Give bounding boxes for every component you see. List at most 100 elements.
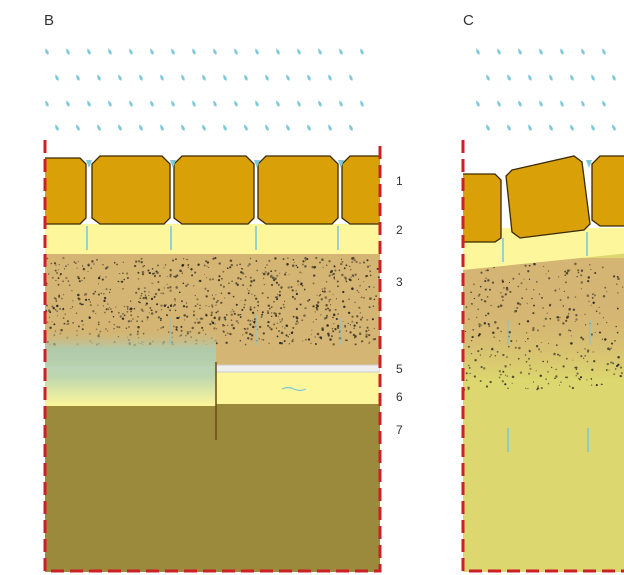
gravel-speck: [311, 265, 314, 269]
gravel-speck: [67, 263, 69, 266]
gravel-speck: [267, 272, 270, 275]
gravel-speck: [267, 320, 270, 324]
panel-c-saturation-front: [463, 300, 624, 380]
gravel-speck: [480, 298, 483, 301]
gravel-speck: [301, 319, 304, 322]
gravel-speck: [535, 370, 537, 372]
gravel-speck: [528, 264, 531, 267]
gravel-speck: [312, 282, 315, 285]
raindrop: [339, 100, 343, 107]
raindrop: [612, 124, 616, 131]
gravel-speck: [531, 297, 533, 300]
gravel-speck: [279, 320, 282, 323]
gravel-speck: [206, 277, 208, 279]
gravel-speck: [164, 264, 167, 266]
gravel-speck: [215, 304, 217, 306]
gravel-speck: [580, 269, 584, 272]
gravel-speck: [590, 268, 592, 270]
raindrop: [497, 100, 501, 107]
gravel-speck: [613, 373, 616, 376]
gravel-speck: [231, 280, 233, 282]
gravel-speck: [157, 316, 161, 319]
gravel-speck: [230, 263, 233, 267]
gravel-speck: [316, 304, 319, 308]
gravel-speck: [368, 341, 371, 344]
gravel-speck: [619, 366, 623, 369]
gravel-speck: [77, 293, 80, 297]
gravel-speck: [320, 298, 323, 301]
gravel-speck: [353, 258, 356, 262]
gravel-speck: [540, 341, 542, 344]
panel-b-pavers: [45, 155, 380, 225]
gravel-speck: [587, 276, 590, 279]
gravel-speck: [219, 284, 222, 286]
gravel-speck: [292, 259, 295, 261]
gravel-speck: [504, 365, 507, 368]
gravel-speck: [162, 326, 165, 329]
raindrop: [223, 124, 227, 131]
gravel-speck: [199, 304, 201, 307]
gravel-speck: [341, 273, 344, 277]
gravel-speck: [257, 300, 260, 303]
gravel-speck: [575, 366, 578, 369]
gravel-speck: [53, 297, 56, 299]
gravel-speck: [232, 327, 235, 330]
gravel-speck: [271, 276, 275, 280]
gravel-speck: [372, 305, 375, 308]
gravel-speck: [247, 292, 250, 295]
gravel-speck: [255, 297, 258, 300]
gravel-speck: [527, 270, 530, 273]
gravel-speck: [342, 321, 344, 322]
gravel-speck: [218, 275, 221, 278]
gravel-speck: [276, 322, 279, 325]
gravel-speck: [121, 317, 125, 320]
gravel-speck: [508, 281, 511, 284]
gravel-speck: [266, 264, 268, 266]
gravel-speck: [285, 334, 288, 337]
gravel-speck: [143, 265, 146, 267]
gravel-speck: [130, 310, 132, 313]
gravel-speck: [485, 385, 489, 388]
raindrop: [539, 100, 543, 107]
gravel-speck: [203, 264, 206, 267]
gravel-speck: [278, 312, 281, 315]
gravel-speck: [325, 281, 328, 283]
gravel-speck: [489, 355, 491, 358]
gravel-speck: [180, 325, 183, 328]
gravel-speck: [500, 291, 502, 294]
gravel-speck: [105, 288, 108, 291]
raindrop: [528, 74, 532, 81]
gravel-speck: [358, 332, 362, 335]
gravel-speck: [74, 262, 77, 265]
gravel-speck: [542, 325, 546, 328]
gravel-speck: [486, 269, 489, 272]
gravel-speck: [329, 271, 332, 274]
gravel-speck: [542, 307, 544, 309]
gravel-speck: [146, 319, 148, 321]
gravel-speck: [484, 288, 487, 291]
gravel-speck: [568, 308, 571, 311]
gravel-speck: [333, 278, 336, 280]
gravel-speck: [359, 284, 362, 287]
gravel-speck: [123, 278, 126, 281]
gravel-speck: [217, 299, 219, 302]
gravel-speck: [115, 306, 117, 308]
gravel-speck: [576, 276, 578, 278]
gravel-speck: [196, 318, 198, 320]
gravel-speck: [283, 273, 287, 276]
gravel-speck: [471, 340, 473, 342]
gravel-speck: [293, 297, 297, 300]
gravel-speck: [139, 301, 141, 304]
gravel-speck: [556, 315, 559, 319]
gravel-speck: [621, 286, 624, 288]
gravel-speck: [239, 278, 242, 280]
gravel-speck: [249, 319, 252, 322]
gravel-speck: [511, 382, 513, 385]
gravel-speck: [97, 304, 99, 306]
gravel-speck: [281, 326, 283, 328]
gravel-speck: [241, 272, 245, 275]
gravel-speck: [565, 357, 568, 360]
gravel-speck: [327, 335, 330, 337]
panel-b-joint-water: [86, 160, 344, 168]
